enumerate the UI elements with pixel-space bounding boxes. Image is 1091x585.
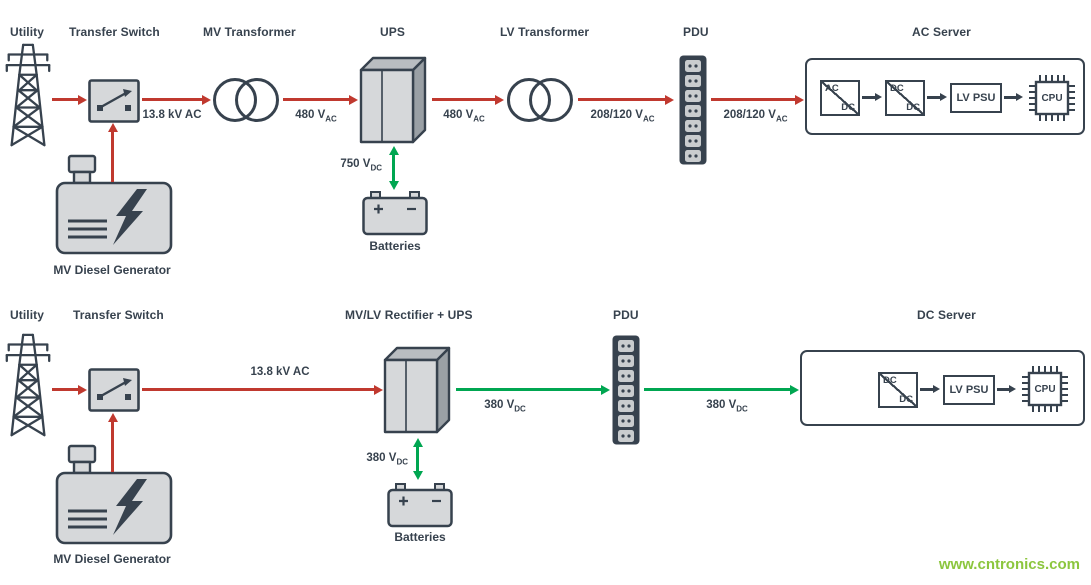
voltage-sub: AC (325, 114, 337, 124)
dc-dc-converter-dc-server: DC DC (878, 372, 918, 408)
arrow-ups-to-lv-transformer (432, 98, 495, 101)
arrow-rectifier-to-pdu (456, 388, 601, 391)
generator-label-ac: MV Diesel Generator (53, 263, 171, 277)
arrow-utility-to-switch-ac (52, 98, 78, 101)
voltage-label-battery-dc: 380 VDC (340, 452, 408, 466)
voltage-value: 750 V (340, 158, 371, 170)
lv-psu-box-dc: LV PSU (943, 375, 995, 405)
voltage-value: 13.8 kV AC (142, 109, 202, 121)
voltage-value: 480 V (443, 109, 474, 121)
voltage-sub: DC (396, 457, 408, 467)
voltage-sub: AC (642, 114, 655, 124)
arrow-dcdc-to-psu-ac (927, 96, 940, 99)
voltage-value: 380 V (366, 452, 397, 464)
heading-dc-server: DC Server (917, 308, 976, 322)
voltage-value: 380 V (706, 399, 737, 411)
converter-input-label: DC (883, 375, 897, 386)
heading-transfer-switch-ac: Transfer Switch (69, 25, 160, 39)
voltage-sub: DC (370, 163, 382, 173)
heading-utility-dc: Utility (10, 308, 45, 322)
utility-tower-icon-dc (4, 332, 52, 438)
heading-rectifier-ups: MV/LV Rectifier + UPS (345, 308, 473, 322)
voltage-label-battery-ac: 750 VDC (314, 158, 382, 172)
generator-label-dc: MV Diesel Generator (53, 552, 171, 566)
rectifier-ups-icon (382, 346, 452, 434)
voltage-value: 208/120 V (590, 109, 643, 121)
voltage-value: 380 V (484, 399, 515, 411)
diesel-generator-icon-dc (55, 443, 173, 547)
arrow-generator-to-switch-ac (111, 132, 114, 182)
arrow-lv-transformer-to-pdu (578, 98, 665, 101)
heading-lv-transformer: LV Transformer (500, 25, 590, 39)
ac-server-box: AC DC DC DC LV PSU CPU (805, 58, 1085, 135)
arrow-utility-to-switch-dc (52, 388, 78, 391)
diesel-generator-icon-ac (55, 153, 173, 257)
heading-ac-server: AC Server (912, 25, 971, 39)
arrow-dcdc-to-psu-dc (920, 388, 933, 391)
arrow-mv-transformer-to-ups (283, 98, 349, 101)
heading-utility-ac: Utility (10, 25, 45, 39)
arrow-psu-to-cpu-dc (997, 388, 1009, 391)
arrow-ups-battery-bidirectional (392, 155, 395, 181)
converter-output-label: DC (841, 101, 855, 113)
voltage-label-pdu-out-dc: 380 VDC (692, 399, 762, 413)
transfer-switch-icon-dc (88, 368, 140, 412)
batteries-label-dc: Batteries (394, 530, 446, 544)
cpu-label-ac: CPU (1041, 92, 1063, 104)
dc-dc-converter-ac-server: DC DC (885, 80, 925, 116)
voltage-sub: AC (775, 114, 788, 124)
voltage-sub: DC (736, 404, 748, 414)
lv-transformer-icon (504, 76, 576, 124)
ac-dc-converter: AC DC (820, 80, 860, 116)
battery-icon-ac (362, 190, 428, 236)
pdu-icon-ac (678, 54, 708, 166)
lv-psu-box-ac: LV PSU (950, 83, 1002, 113)
battery-icon-dc (387, 482, 453, 528)
arrow-psu-to-cpu-ac (1004, 96, 1016, 99)
batteries-label-ac: Batteries (369, 239, 421, 253)
cpu-label-dc: CPU (1034, 383, 1056, 395)
heading-transfer-switch-dc: Transfer Switch (73, 308, 164, 322)
dc-server-box: DC DC LV PSU CPU (800, 350, 1085, 426)
arrow-pdu-to-dc-server (644, 388, 790, 391)
voltage-label-mv-out: 480 VAC (283, 109, 349, 123)
converter-output-label: DC (899, 393, 913, 405)
converter-output-label: DC (906, 101, 920, 113)
watermark-text: www.cntronics.com (938, 556, 1080, 573)
voltage-label-switch-out-ac: 13.8 kV AC (140, 109, 204, 123)
voltage-value: 480 V (295, 109, 326, 121)
arrow-acdc-to-dcdc (862, 96, 875, 99)
arrow-pdu-to-ac-server (711, 98, 795, 101)
voltage-value: 13.8 kV AC (250, 366, 310, 378)
heading-mv-transformer: MV Transformer (203, 25, 296, 39)
heading-pdu-dc: PDU (613, 308, 639, 322)
arrow-rectifier-battery-bidirectional (416, 447, 419, 471)
voltage-sub: DC (514, 404, 526, 414)
voltage-label-switch-out-dc: 13.8 kV AC (225, 366, 335, 380)
arrow-generator-to-switch-dc (111, 422, 114, 472)
mv-transformer-icon (210, 76, 282, 124)
arrow-switch-to-rectifier (142, 388, 374, 391)
voltage-label-lv-out: 208/120 VAC (575, 109, 670, 123)
utility-tower-icon-ac (4, 42, 52, 148)
pdu-icon-dc (611, 334, 641, 446)
voltage-label-ups-out: 480 VAC (430, 109, 498, 123)
voltage-value: 208/120 V (723, 109, 776, 121)
ups-icon (358, 56, 428, 144)
converter-input-label: AC (825, 83, 839, 94)
voltage-label-pdu-out-ac: 208/120 VAC (708, 109, 803, 123)
converter-input-label: DC (890, 83, 904, 94)
heading-ups: UPS (380, 25, 405, 39)
voltage-sub: AC (473, 114, 485, 124)
arrow-switch-to-mv-transformer (142, 98, 202, 101)
transfer-switch-icon-ac (88, 79, 140, 123)
heading-pdu-ac: PDU (683, 25, 709, 39)
voltage-label-rect-out: 380 VDC (470, 399, 540, 413)
